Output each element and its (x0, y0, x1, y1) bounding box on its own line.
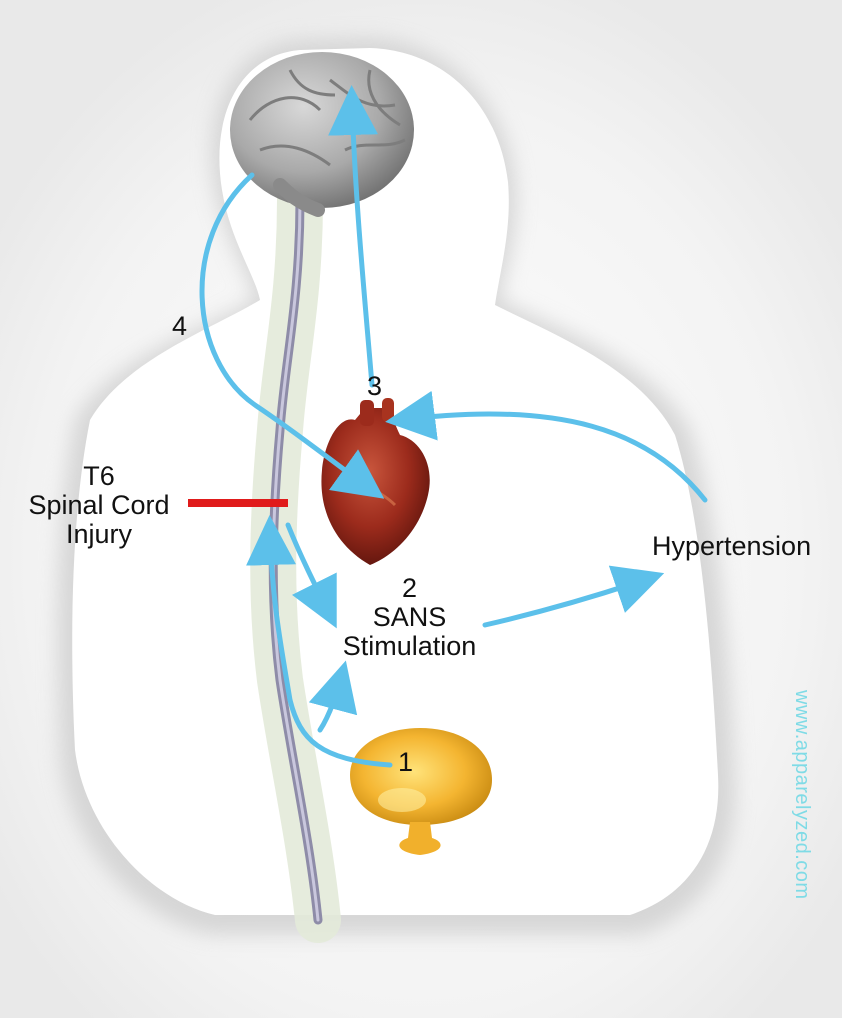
label-injury-line-3: Injury (14, 520, 184, 549)
label-injury-line-1: T6 (14, 462, 184, 491)
label-step-3: 3 (367, 372, 382, 401)
label-step-2-line-1: SANS (322, 603, 497, 632)
label-step-2-line-2: Stimulation (322, 632, 497, 661)
watermark-text: www.apparelyzed.com (790, 690, 813, 900)
label-injury: T6 Spinal Cord Injury (14, 462, 184, 549)
label-step-2: 2 SANS Stimulation (322, 574, 497, 661)
label-step-2-number: 2 (322, 574, 497, 603)
label-hypertension: Hypertension (652, 532, 811, 561)
label-step-1: 1 (398, 748, 413, 777)
label-step-4: 4 (172, 312, 187, 341)
label-injury-line-2: Spinal Cord (14, 491, 184, 520)
